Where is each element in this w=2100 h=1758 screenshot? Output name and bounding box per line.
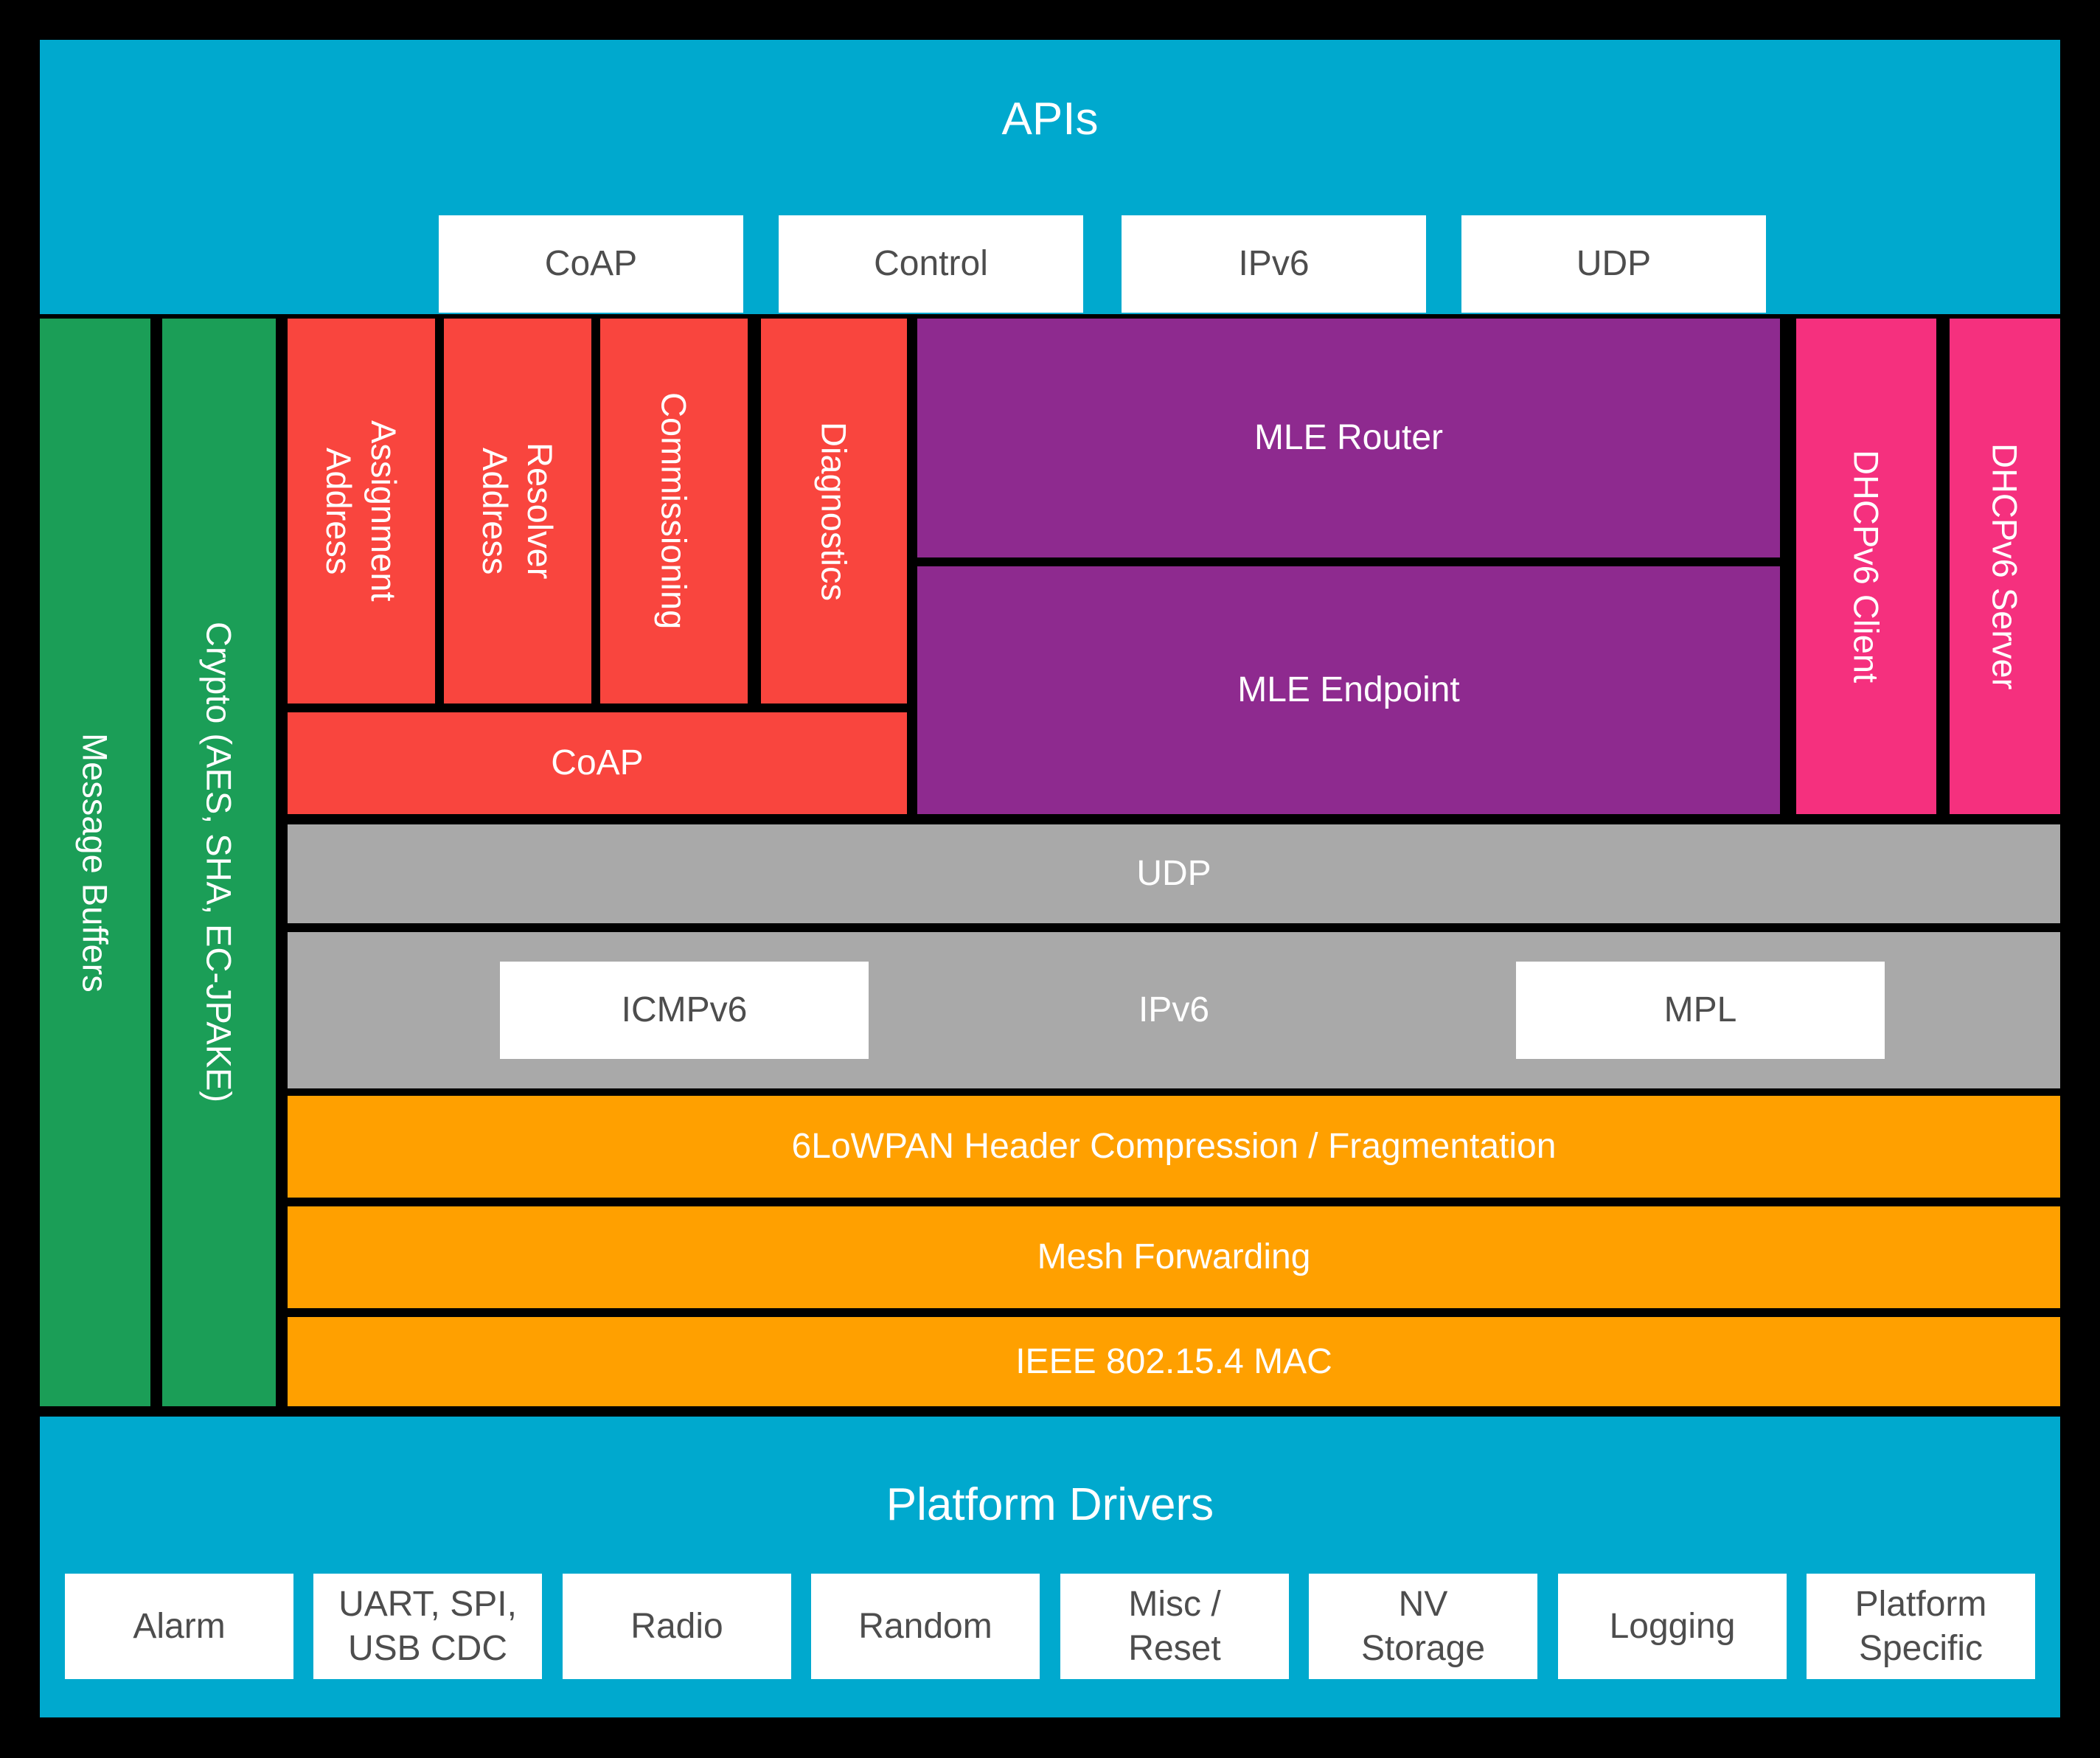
sixlowpan-label: 6LoWPAN Header Compression / Fragmentati… [791, 1127, 1557, 1166]
api-box-udp: UDP [1461, 215, 1766, 313]
ipv6-block-label: IPv6 [1138, 990, 1210, 1029]
dhcpv6-client-block: DHCPv6 Client [1796, 319, 1936, 814]
crypto-block: Crypto (AES, SHA, EC-JPAKE) [162, 319, 276, 1406]
mesh-forwarding-label: Mesh Forwarding [1037, 1237, 1311, 1276]
api-box-control-label: Control [874, 244, 988, 283]
mpl-label: MPL [1663, 990, 1737, 1029]
address-assignment-label: Address Assignment [319, 420, 404, 602]
dhcpv6-client-label: DHCPv6 Client [1846, 449, 1886, 684]
driver-box-radio-label: Radio [630, 1606, 723, 1646]
api-band-title: APIs [1001, 94, 1099, 145]
sixlowpan-block: 6LoWPAN Header Compression / Fragmentati… [288, 1096, 2060, 1198]
driver-box-platform-specific-label: Platform Specific [1854, 1584, 1987, 1668]
driver-box-random-label: Random [858, 1606, 992, 1646]
message-buffers-label: Message Buffers [75, 732, 115, 993]
commissioning-block: Commissioning [600, 319, 748, 703]
driver-box-alarm: Alarm [65, 1574, 293, 1679]
driver-box-nv-storage-label: NV Storage [1360, 1584, 1486, 1668]
driver-box-platform-specific: Platform Specific [1807, 1574, 2035, 1679]
driver-box-logging: Logging [1558, 1574, 1787, 1679]
diagnostics-label: Diagnostics [814, 421, 854, 601]
address-assignment-block: Address Assignment [288, 319, 435, 703]
message-buffers-block: Message Buffers [40, 319, 150, 1406]
address-resolver-label: Address Resolver [476, 442, 560, 580]
api-band: APIs CoAP Control IPv6 UDP [40, 40, 2060, 314]
coap-block: CoAP [288, 712, 907, 814]
address-resolver-block: Address Resolver [444, 319, 591, 703]
api-box-coap-label: CoAP [544, 244, 638, 283]
driver-box-misc-reset: Misc / Reset [1060, 1574, 1289, 1679]
mle-router-label: MLE Router [1254, 418, 1444, 457]
driver-box-misc-reset-label: Misc / Reset [1128, 1584, 1221, 1668]
ieee-mac-label: IEEE 802.15.4 MAC [1015, 1341, 1332, 1381]
diagnostics-block: Diagnostics [761, 319, 907, 703]
ieee-mac-block: IEEE 802.15.4 MAC [288, 1317, 2060, 1406]
driver-box-alarm-label: Alarm [133, 1606, 226, 1646]
driver-box-uart-spi-usb-label: UART, SPI, USB CDC [338, 1584, 517, 1668]
mle-endpoint-block: MLE Endpoint [917, 566, 1780, 814]
api-box-control: Control [779, 215, 1083, 313]
driver-box-radio: Radio [563, 1574, 791, 1679]
icmpv6-label: ICMPv6 [621, 990, 748, 1029]
dhcpv6-server-label: DHCPv6 Server [1985, 442, 2025, 690]
udp-block-label: UDP [1136, 854, 1211, 893]
platform-drivers-title: Platform Drivers [886, 1479, 1214, 1530]
icmpv6-block: ICMPv6 [500, 962, 869, 1059]
dhcpv6-server-block: DHCPv6 Server [1950, 319, 2060, 814]
mle-endpoint-label: MLE Endpoint [1237, 670, 1460, 709]
coap-block-label: CoAP [551, 743, 644, 782]
udp-block: UDP [288, 824, 2060, 923]
platform-drivers-band: Platform Drivers Alarm UART, SPI, USB CD… [40, 1417, 2060, 1717]
mesh-forwarding-block: Mesh Forwarding [288, 1206, 2060, 1308]
api-box-ipv6: IPv6 [1122, 215, 1426, 313]
mle-router-block: MLE Router [917, 319, 1780, 557]
driver-box-logging-label: Logging [1609, 1606, 1736, 1646]
commissioning-label: Commissioning [654, 392, 694, 630]
api-box-coap: CoAP [439, 215, 743, 313]
mpl-block: MPL [1516, 962, 1885, 1059]
driver-box-random: Random [811, 1574, 1040, 1679]
driver-box-nv-storage: NV Storage [1309, 1574, 1537, 1679]
api-box-udp-label: UDP [1576, 244, 1652, 283]
api-box-ipv6-label: IPv6 [1238, 244, 1310, 283]
driver-box-uart-spi-usb: UART, SPI, USB CDC [313, 1574, 542, 1679]
crypto-label: Crypto (AES, SHA, EC-JPAKE) [199, 622, 239, 1103]
